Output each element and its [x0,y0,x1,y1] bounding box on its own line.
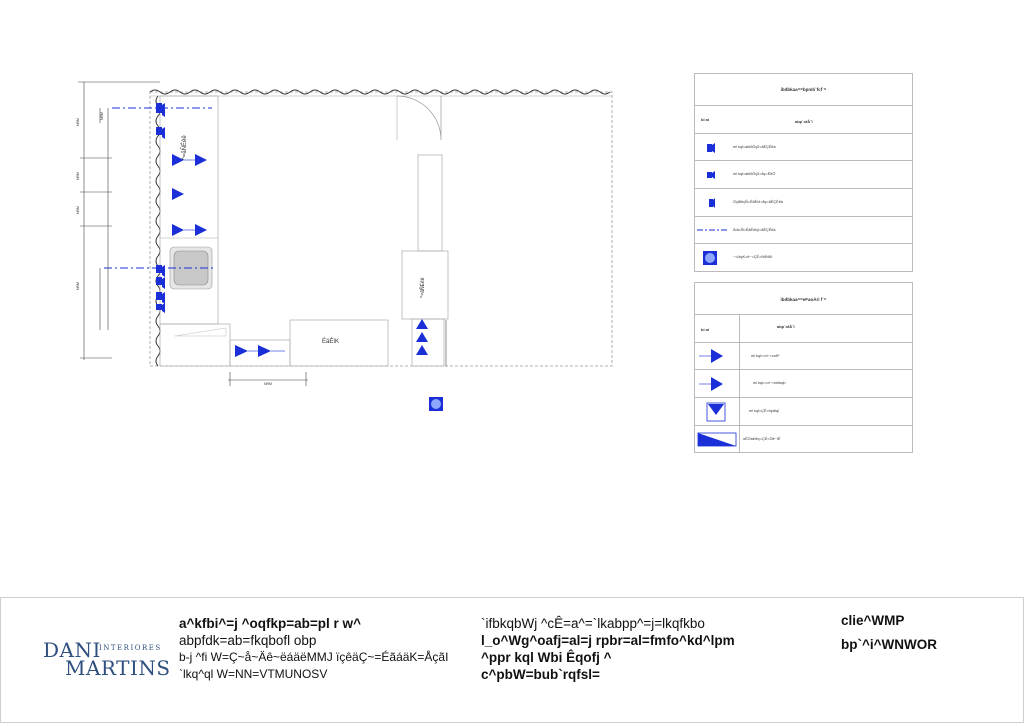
legend-hydraulic-row-2: ml kql=×d~=nrbkqb [753,381,786,385]
floor-plan: ^=ãÑÉêë ^=ãÑÉêë ÉäÉîK NRM NRM NRM NRM NR… [76,81,613,411]
dash-line-icon [697,229,729,231]
vertical-dim-3: NRM [76,206,80,214]
dimension-lines [78,81,447,386]
outlet-100-icon [707,143,715,153]
work-name: l_o^Wg^oafj=al=j rpbr=al=fmfo^kd^lpm [481,633,735,648]
legend-electric-row-5: ~=ìäçK=ê~=ÇÉ=N9NKI [733,255,773,259]
subject: ^ppr kql Wbi Êqofj ^ [481,650,612,665]
sheet-scale: bp`^i^WNWOR [841,637,937,652]
outlet-tv-icon [709,198,715,208]
vertical-dim-2: NRM [76,172,80,180]
outlet-icons [156,103,165,313]
designer-contact: `lkq^ql W=NN=VTMUNOSV [179,667,328,681]
arrow-cold-icon [699,349,723,363]
hydraulic-arrows [172,154,428,357]
legend-electric: ibdbkaa^=bpmb`fcf`^ bi ai abp`ofÅ¨l ml k… [694,73,913,272]
lower-cabinet-label: ^=ãÑÉêë [181,135,188,160]
spot-light-icon [429,397,443,411]
column-label: ^=ãÑÉêë [419,277,426,298]
phase: c^pbW=bub`rqfsl= [481,667,600,682]
arrow-hot-icon [699,377,723,391]
designer-name: a^kfbi^=j ^oqfkp=ab=pl r w^ [179,616,361,631]
project-info: a^kfbi^=j ^oqfkp=ab=pl r w^ abpfdk=ab=fk… [179,615,448,683]
room-outline [149,91,613,367]
legend-hydraulic-row-1: ml kql=×d~=colf^ [751,354,780,358]
top-wall [149,89,611,95]
counter-block [289,319,389,367]
title-block: DANI INTERIORES MARTINS a^kfbi^=j ^oqfkp… [0,597,1024,723]
client-info: `ifbkqbWj ^cÊ=a^=`lkabpp^=j=lkqfkbo l_o^… [481,615,735,683]
legend-hydraulic: ibdbkaa^=eFaoÀri f`^ bi ai abp`ofÅ¨l ml … [694,282,913,453]
logo-line-2: INTERIORES [99,644,162,652]
sheet-number: clie^WMP [841,613,905,628]
legend-electric-row-2: ml kql=abiõÖçîI=ãç=ÉëÖ [733,172,776,176]
vertical-dim-4: NRM [76,282,80,290]
counter-label: ÉäÉîK [322,338,339,345]
legend-hydraulic-col-description: abp`ofÅ¨l [777,324,795,329]
vertical-dim-1: NRM [76,118,80,126]
logo-line-3: MARTINS [65,656,171,680]
legend-electric-col-symbol: bi ai [701,117,710,122]
company-logo: DANI INTERIORES MARTINS [43,638,173,680]
legend-electric-col-description: abp`ofÅ¨l [795,119,813,124]
legend-electric-row-3: ÖçåîëçÑ=ÉäÉíê=åç=ãÉÇÉëà [733,200,783,204]
legend-hydraulic-col-symbol: bi ai [701,327,710,332]
legend-hydraulic-title: ibdbkaa^=eFaoÀri f`^ [780,297,827,302]
dimension-width-label: NRM [264,382,272,386]
drain-icon [706,402,726,422]
legend-electric-row-1: ml kql=abiõÖçîI=ãÉÇÉëà [733,145,776,149]
outlet-50-icon [707,171,715,179]
designer-email: b‑j ^fi W=Ç~å~Äê~ëáäëMMJ ïçêäÇ~=ÉãáäK=Åç… [179,650,449,664]
spot-light-icon [703,251,717,265]
legend-electric-title: ibdbkaa^=bpmb`fcf`^ [780,87,827,92]
legend-hydraulic-row-4: oÉÖáëíêç=ÇÉ=Öê~îÉ [743,437,781,441]
vertical-dim-5: NRM [100,112,104,120]
legend-hydraulic-row-3: ml kql=ÇÉ=bpdlql [749,409,779,413]
door-swing [396,95,442,141]
slope-icon [697,432,737,447]
left-wall [155,95,161,367]
legend-electric-row-4: Äìä=Ñ=ÉäÉíêçI=ãÉÇÉëà [733,228,776,232]
cabinet-strip [159,95,219,325]
designer-role: abpfdk=ab=fkqbofl obp [179,633,317,648]
client-name: `ifbkqbWj ^cÊ=a^=`lkabpp^=j=lkqfkbo [481,616,705,631]
logo-line-1: DANI [43,638,101,662]
